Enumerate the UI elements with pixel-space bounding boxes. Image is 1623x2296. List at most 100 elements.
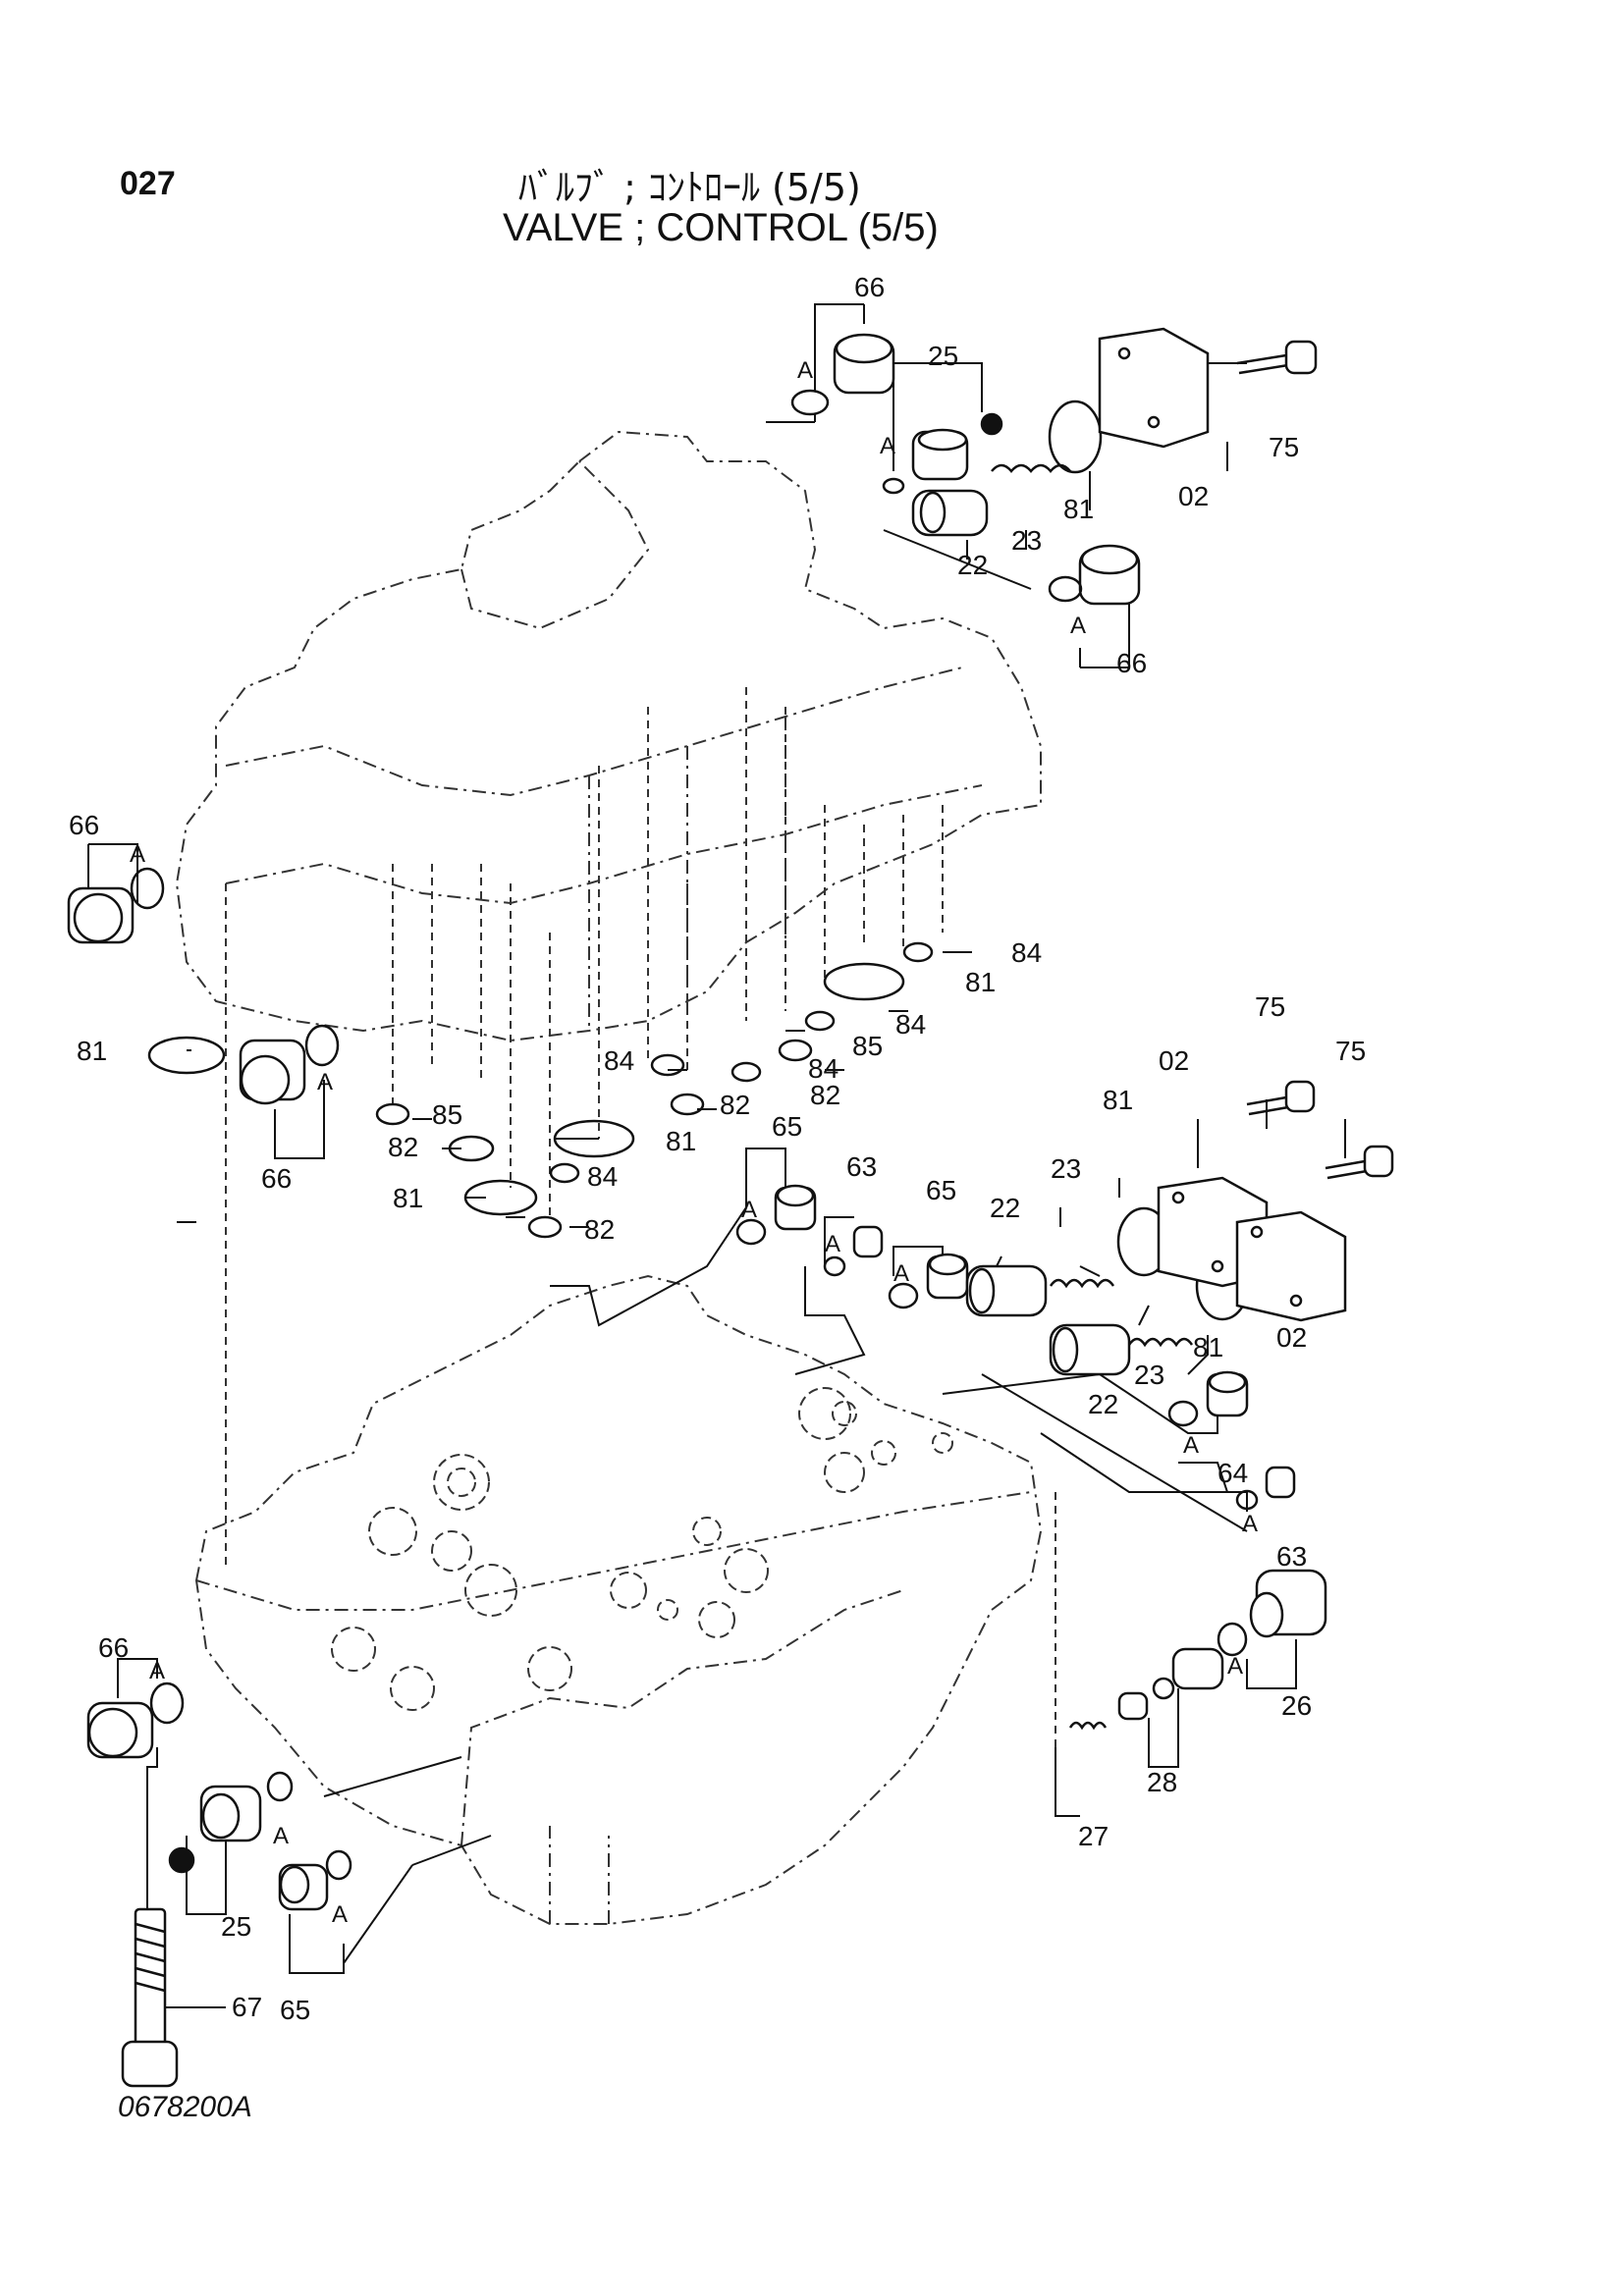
oring-28 xyxy=(1152,1677,1175,1700)
oring-25-lower xyxy=(266,1771,294,1802)
callout-23: 23 xyxy=(1011,525,1042,556)
callout-84: 84 xyxy=(587,1161,618,1192)
oring-64 xyxy=(1167,1400,1199,1427)
title-japanese: ﾊﾞﾙﾌﾞ ; ｺﾝﾄﾛｰﾙ (5/5) xyxy=(518,166,861,209)
ball-25-lower xyxy=(168,1846,195,1874)
callout-65: 65 xyxy=(280,1995,310,2025)
callout-81: 81 xyxy=(77,1036,107,1066)
callout-66: 66 xyxy=(1116,648,1147,678)
callout-81: 81 xyxy=(1193,1332,1223,1362)
oring-left-upper xyxy=(130,867,165,910)
seal-mark-a: A xyxy=(825,1231,840,1257)
oring-top-2 xyxy=(882,477,905,495)
callout-81: 81 xyxy=(666,1126,696,1156)
callout-27: 27 xyxy=(1078,1821,1109,1851)
upper-valve-body xyxy=(175,430,1042,1042)
callout-81: 81 xyxy=(393,1183,423,1213)
parts xyxy=(67,327,1394,2088)
seal-mark-a: A xyxy=(273,1823,289,1849)
plug-66-top xyxy=(833,333,895,395)
plug-66-left-upper xyxy=(67,886,135,944)
callout-23: 23 xyxy=(1051,1153,1081,1184)
callout-28: 28 xyxy=(1147,1767,1177,1797)
callout-82: 82 xyxy=(810,1080,840,1110)
callout-66: 66 xyxy=(854,272,885,302)
callout-22: 22 xyxy=(957,550,988,580)
plug-64 xyxy=(1206,1370,1249,1417)
callout-75: 75 xyxy=(1269,432,1299,462)
part-callouts: 66 25 75 02 81 23 22 66 66 81 66 85 82 8… xyxy=(69,272,1366,2025)
oring-65-lower xyxy=(325,1849,352,1881)
callout-02: 02 xyxy=(1178,481,1209,511)
oring-81-middle xyxy=(823,962,905,1001)
seal-mark-a: A xyxy=(741,1197,757,1223)
callout-65: 65 xyxy=(772,1111,802,1142)
callout-25: 25 xyxy=(928,341,958,371)
oring-81-top xyxy=(1048,400,1103,474)
small-orings xyxy=(375,941,934,1239)
plug-66-left-middle xyxy=(239,1039,306,1105)
spool-22-top xyxy=(911,489,989,537)
bolt-75-middle-a xyxy=(1246,1080,1316,1116)
callout-84: 84 xyxy=(808,1053,839,1084)
cover-02-middle-b xyxy=(1235,1210,1347,1322)
seal-mark-a: A xyxy=(317,1069,333,1095)
callout-02: 02 xyxy=(1276,1322,1307,1353)
callout-85: 85 xyxy=(432,1099,462,1130)
spool-22-middle-b xyxy=(1049,1323,1131,1376)
callout-67: 67 xyxy=(232,1992,262,2022)
oring-81-center xyxy=(553,1119,635,1158)
callout-82: 82 xyxy=(388,1132,418,1162)
seal-mark-a: A xyxy=(149,1658,165,1684)
spring-23-middle-b xyxy=(1127,1337,1194,1348)
seat-28 xyxy=(1117,1691,1149,1721)
callout-25: 25 xyxy=(221,1911,251,1942)
callout-66: 66 xyxy=(98,1632,129,1663)
callout-64: 64 xyxy=(1217,1458,1248,1488)
callout-82: 82 xyxy=(720,1090,750,1120)
plug-63-right xyxy=(1265,1466,1296,1499)
seal-mark-a: A xyxy=(880,433,895,459)
callout-81: 81 xyxy=(1103,1085,1133,1115)
oring-81-lower xyxy=(463,1179,538,1216)
seal-mark-a: A xyxy=(1070,613,1086,639)
ball-25-top xyxy=(980,412,1003,436)
callout-66: 66 xyxy=(69,810,99,840)
callout-63: 63 xyxy=(846,1151,877,1182)
plug-66-right xyxy=(1078,544,1141,606)
oring-63a xyxy=(823,1255,846,1277)
callout-82: 82 xyxy=(584,1214,615,1245)
oring-65a xyxy=(735,1218,767,1246)
seal-mark-a: A xyxy=(130,841,145,868)
callout-23: 23 xyxy=(1134,1360,1164,1390)
callout-22: 22 xyxy=(1088,1389,1118,1419)
oring-right xyxy=(1048,575,1083,603)
callout-65: 65 xyxy=(926,1175,956,1205)
callout-26: 26 xyxy=(1281,1690,1312,1721)
seal-mark-a: A xyxy=(1227,1653,1243,1680)
callout-84: 84 xyxy=(1011,937,1042,968)
callout-22: 22 xyxy=(990,1193,1020,1223)
leader-lines xyxy=(87,303,1346,2008)
oring-lower-left xyxy=(149,1682,185,1725)
lower-body-ports xyxy=(331,1387,953,1711)
callout-84: 84 xyxy=(604,1045,634,1076)
plug-26 xyxy=(1249,1569,1327,1638)
spring-23-middle-a xyxy=(1049,1278,1115,1289)
alignment-lines xyxy=(225,687,1056,1747)
seal-mark-a: A xyxy=(1242,1511,1258,1537)
oring-65b xyxy=(888,1282,919,1309)
spool-22-middle-a xyxy=(965,1264,1048,1317)
callout-75: 75 xyxy=(1335,1036,1366,1066)
callout-63: 63 xyxy=(1276,1541,1307,1572)
callout-02: 02 xyxy=(1159,1045,1189,1076)
bolt-75-middle-b xyxy=(1325,1145,1394,1180)
callout-84: 84 xyxy=(895,1009,926,1040)
plug-65-middle-right xyxy=(926,1253,969,1300)
callout-81: 81 xyxy=(965,967,996,997)
spring-27 xyxy=(1068,1721,1108,1731)
bolt-75-top xyxy=(1236,340,1318,375)
seal-mark-a: A xyxy=(797,357,813,384)
bolt-67 xyxy=(121,1907,179,2088)
